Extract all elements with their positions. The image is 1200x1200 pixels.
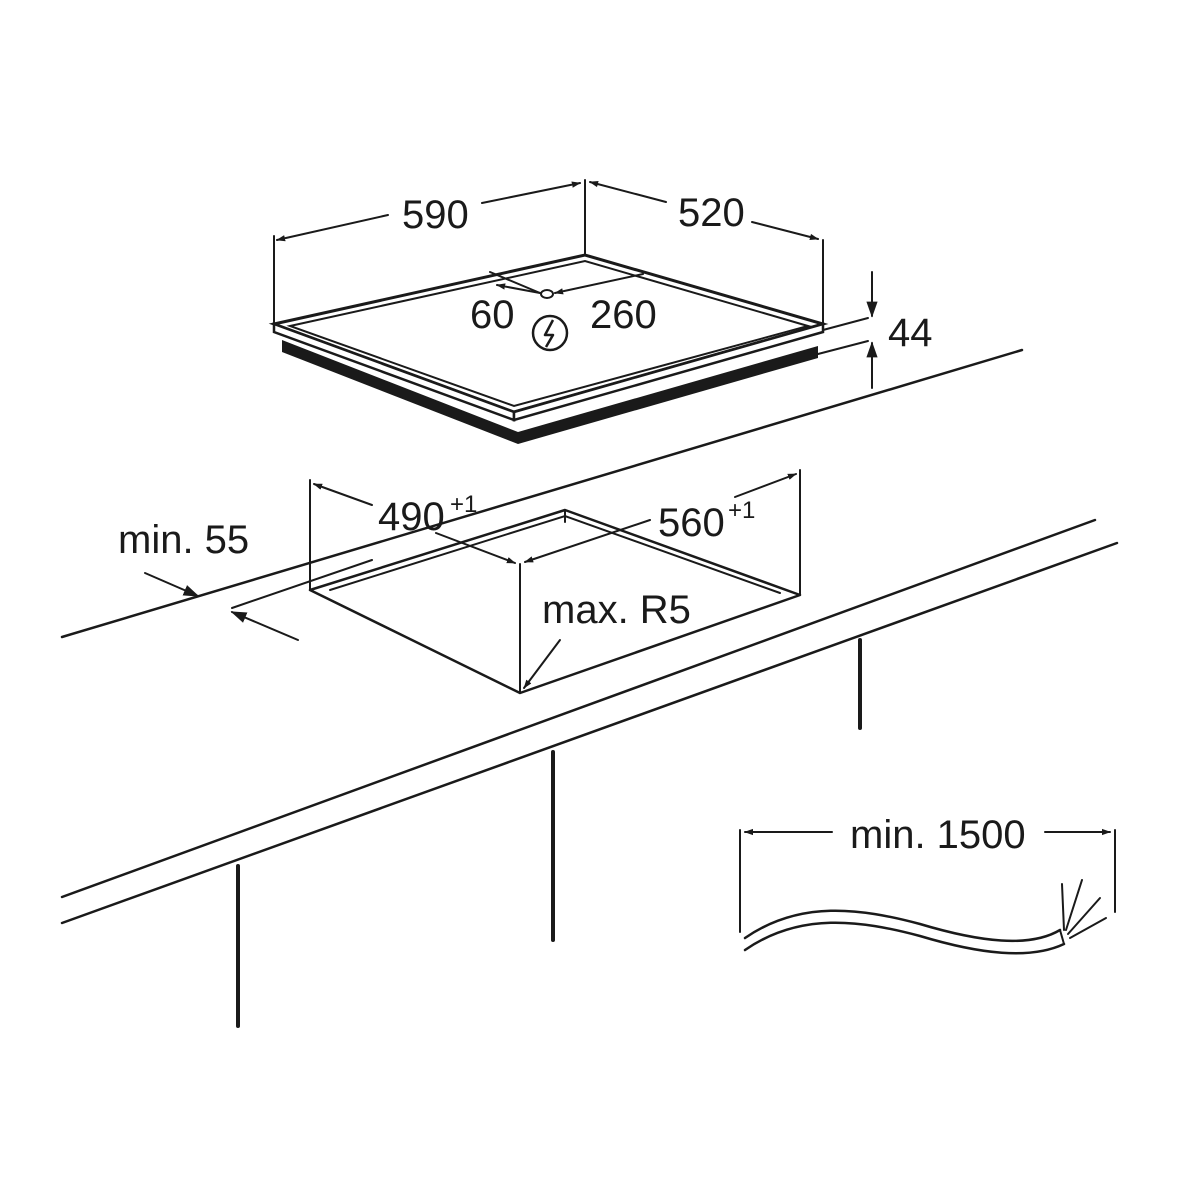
dimension-edge-distance: min. 55 [118,518,373,641]
hob-body-right [518,346,818,444]
worktop [60,348,1119,1028]
dimension-cutout-width: 490 +1 [313,483,516,564]
cutout-width-label: 490 [378,495,445,539]
dimension-cutout-depth: 560 +1 [524,473,797,563]
cutout-depth-tolerance: +1 [728,497,755,524]
cutout-width-tolerance: +1 [450,491,477,518]
hob-glass-inner [286,259,812,408]
dimension-hob-width: 590 [273,179,586,325]
cable-length: min. 1500 [739,813,1116,933]
worktop-cutout [308,469,802,695]
dimension-corner-radius: max. R5 [523,588,691,689]
hob-depth-label: 520 [678,191,745,235]
electric-connection-icon [531,314,569,352]
dimension-connection: 60 260 [470,271,657,337]
corner-radius-label: max. R5 [542,588,691,632]
power-cable [743,879,1107,955]
cable-length-label: min. 1500 [850,813,1026,857]
connection-left-label: 60 [470,293,515,337]
connection-point [540,289,554,299]
dimension-hob-depth: 520 [589,181,824,325]
edge-distance-label: min. 55 [118,518,249,562]
dimension-hob-height: 44 [817,271,933,389]
hob-body [282,340,518,444]
hob-height-label: 44 [888,311,933,355]
hob-glass-edge-right [512,322,825,422]
hob-width-label: 590 [402,193,469,237]
cutout-depth-label: 560 [658,501,725,545]
connection-right-label: 260 [590,293,657,337]
